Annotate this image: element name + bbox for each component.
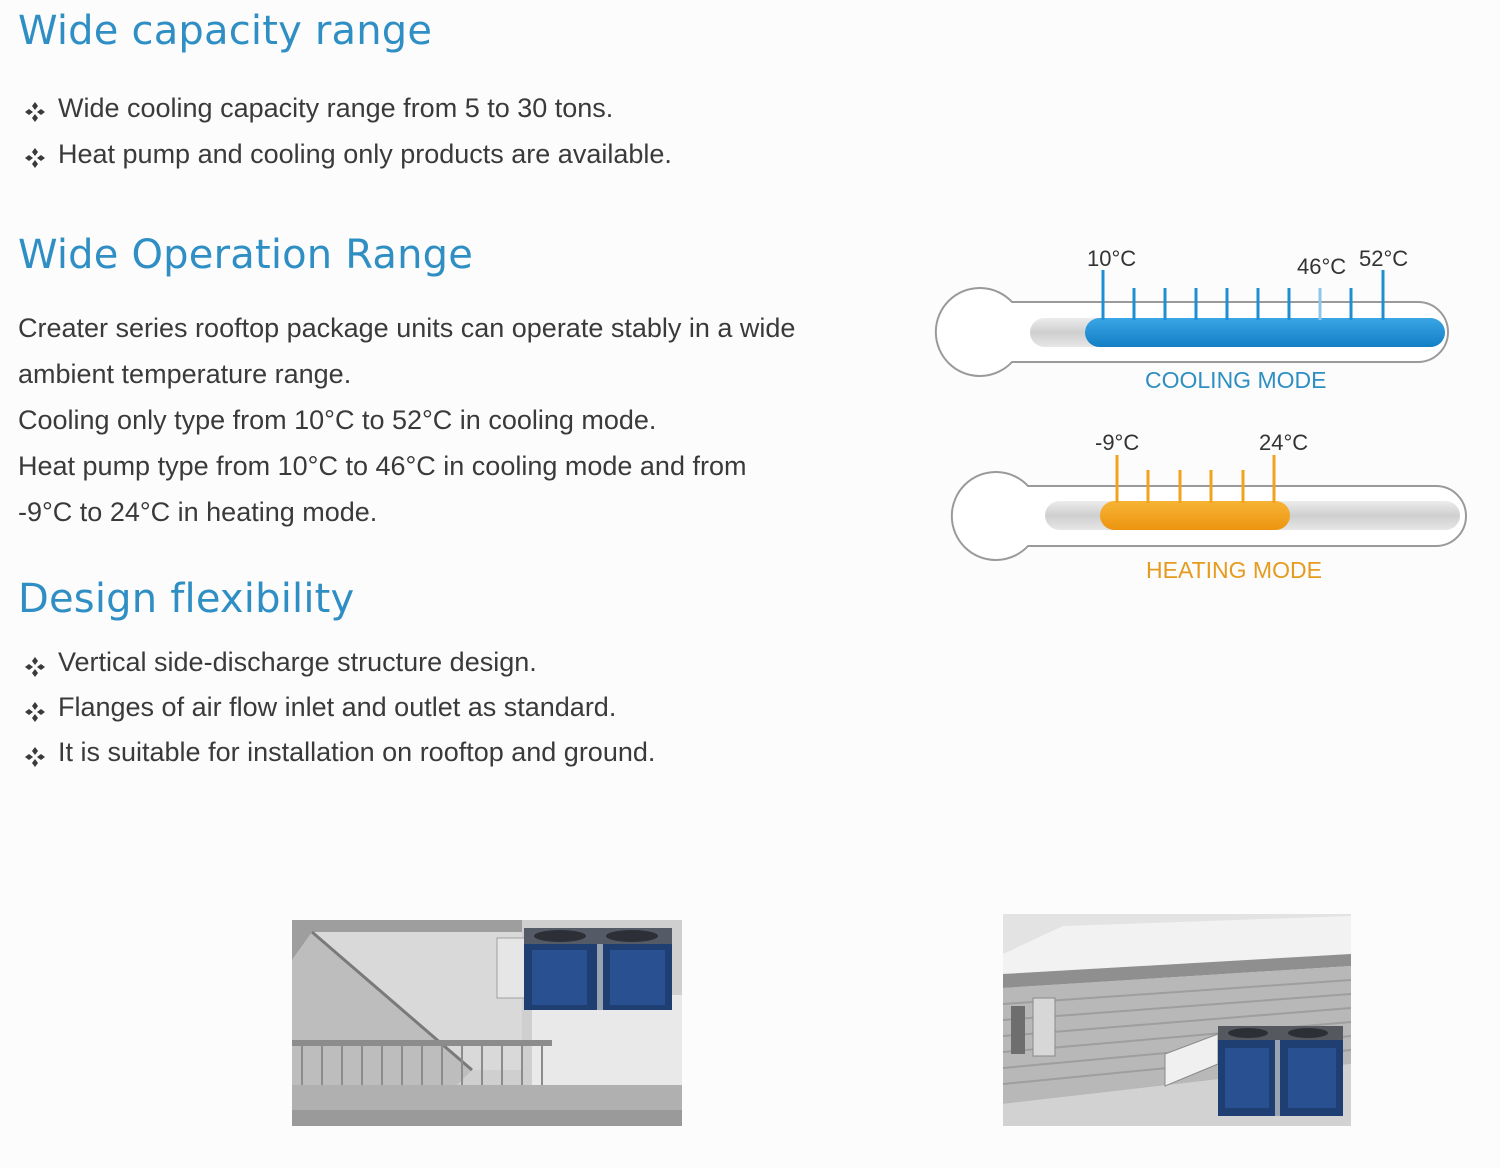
description-line: Heat pump type from 10°C to 46°C in cool… — [18, 451, 747, 481]
four-diamond-bullet-icon — [25, 657, 45, 677]
heating-min-label: -9°C — [1095, 430, 1140, 455]
list-item: Flanges of air flow inlet and outlet as … — [22, 685, 655, 730]
four-diamond-bullet-icon — [25, 702, 45, 722]
cooling-mode-label: COOLING MODE — [1145, 367, 1327, 393]
cooling-mid-label: 46°C — [1297, 254, 1347, 279]
cooling-thermometer — [934, 270, 1449, 377]
operation-description: Creater series rooftop package units can… — [18, 305, 888, 535]
heating-mode-label: HEATING MODE — [1146, 557, 1322, 583]
list-item: Heat pump and cooling only products are … — [22, 131, 672, 177]
cooling-tick-marks — [1101, 270, 1385, 320]
cooling-range-bar — [1085, 318, 1445, 347]
four-diamond-bullet-icon — [25, 102, 45, 122]
design-heading: Design flexibility — [18, 576, 355, 622]
bullet-text: It is suitable for installation on rooft… — [58, 737, 656, 767]
list-item: Vertical side-discharge structure design… — [22, 640, 655, 685]
capacity-bullet-list: Wide cooling capacity range from 5 to 30… — [22, 85, 672, 177]
capacity-heading: Wide capacity range — [18, 8, 433, 54]
description-line: -9°C to 24°C in heating mode. — [18, 497, 378, 527]
heating-max-label: 24°C — [1259, 430, 1309, 455]
four-diamond-bullet-icon — [25, 148, 45, 168]
operation-heading: Wide Operation Range — [18, 232, 474, 278]
rooftop-installation-photo — [292, 920, 682, 1126]
description-line: ambient temperature range. — [18, 359, 352, 389]
list-item: It is suitable for installation on rooft… — [22, 730, 655, 775]
rooftop-scene — [292, 920, 682, 1126]
bullet-text: Flanges of air flow inlet and outlet as … — [58, 692, 617, 722]
four-diamond-bullet-icon — [25, 747, 45, 767]
design-bullet-list: Vertical side-discharge structure design… — [22, 640, 655, 775]
description-line: Cooling only type from 10°C to 52°C in c… — [18, 405, 657, 435]
list-item: Wide cooling capacity range from 5 to 30… — [22, 85, 672, 131]
bullet-text: Vertical side-discharge structure design… — [58, 647, 537, 677]
ground-installation-photo — [1003, 914, 1351, 1126]
cooling-min-label: 10°C — [1087, 246, 1137, 271]
heating-thermometer — [950, 455, 1467, 561]
bullet-text: Wide cooling capacity range from 5 to 30… — [58, 93, 614, 123]
heating-tick-marks — [1115, 455, 1276, 503]
description-line: Creater series rooftop package units can… — [18, 313, 796, 343]
heating-range-bar — [1100, 501, 1290, 530]
ground-scene — [1003, 914, 1351, 1126]
cooling-max-label: 52°C — [1359, 246, 1409, 271]
bullet-text: Heat pump and cooling only products are … — [58, 139, 672, 169]
